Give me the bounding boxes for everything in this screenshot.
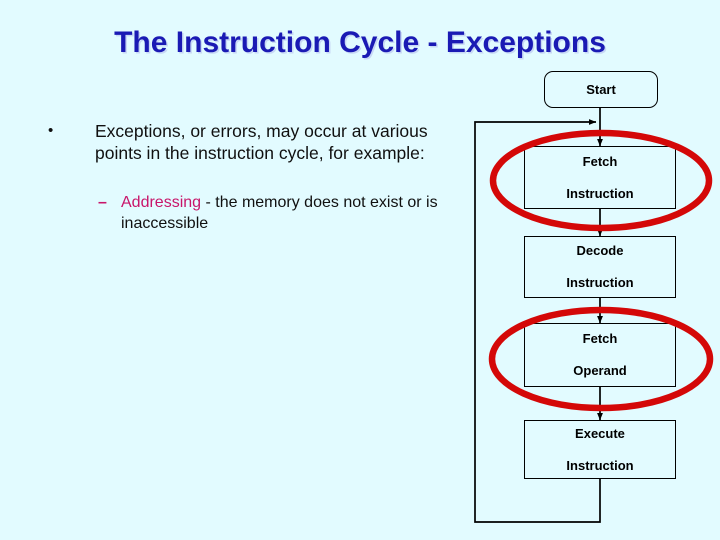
sub-bullet-text: Addressing - the memory does not exist o… (48, 192, 458, 234)
flow-node-start[interactable]: Start (544, 71, 658, 108)
sub-bullet-detail: - the memory does not exist or is inacce… (121, 194, 438, 232)
body-text-block: • Exceptions, or errors, may occur at va… (48, 120, 458, 234)
sub-bullet-item: – Addressing - the memory does not exist… (48, 192, 458, 234)
flow-node-execute-instruction-line1: Execute (575, 425, 625, 441)
flow-node-start-label: Start (586, 81, 616, 97)
flow-node-execute-instruction-line2: Instruction (566, 457, 634, 473)
connector-feedback-loop (474, 118, 601, 523)
flow-node-decode-instruction-line2: Instruction (566, 275, 634, 290)
flow-node-fetch-operand-line2: Operand (573, 363, 627, 378)
bullet-text: Exceptions, or errors, may occur at vari… (95, 121, 428, 163)
page-title: The Instruction Cycle - Exceptions (114, 26, 606, 59)
flow-node-fetch-instruction-line1: Fetch (582, 153, 618, 169)
flow-node-decode-instruction-line1: Decode (576, 243, 624, 258)
flow-node-fetch-operand-line1: Fetch (582, 331, 618, 346)
bullet-marker-icon: • (48, 122, 54, 139)
flow-node-fetch-instruction-line2: Instruction (566, 185, 634, 201)
sub-bullet-dash-icon: – (98, 194, 107, 211)
sub-bullet-keyword: Addressing (121, 194, 202, 211)
bullet-item: • Exceptions, or errors, may occur at va… (48, 120, 458, 164)
